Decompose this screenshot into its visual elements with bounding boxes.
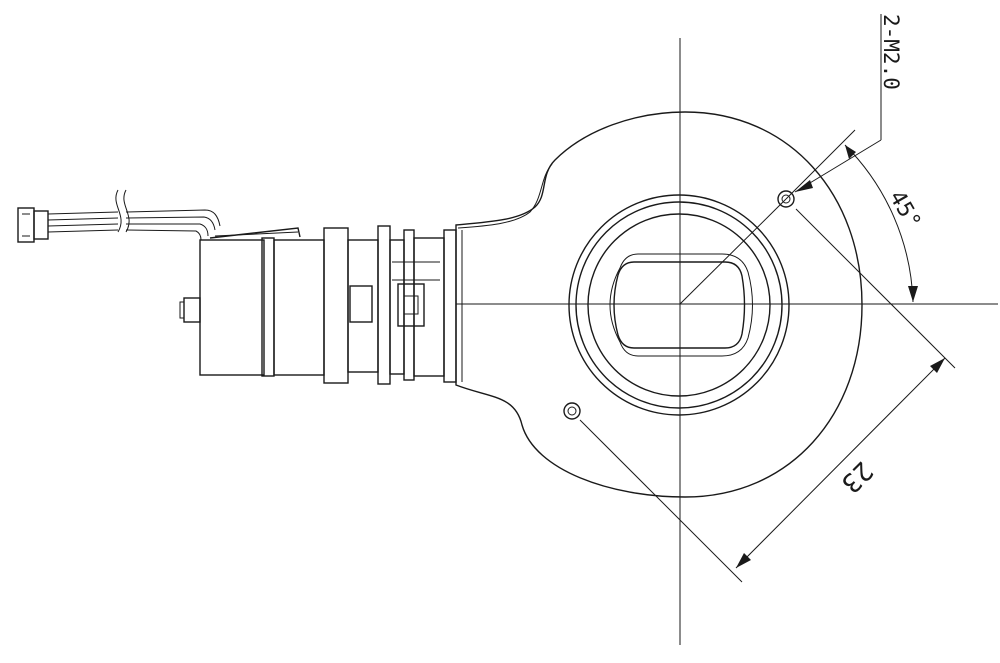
mounting-hole-upper bbox=[777, 190, 795, 208]
gearbox bbox=[323, 225, 457, 385]
output-hub bbox=[568, 194, 790, 416]
hole-callout-leader bbox=[794, 14, 882, 193]
mounting-hole-lower bbox=[563, 402, 581, 420]
angle-label: 45° bbox=[884, 187, 926, 234]
center-lines bbox=[456, 38, 998, 645]
hole-callout-label: 2-M2.0 bbox=[879, 14, 903, 90]
wire-bundle bbox=[47, 189, 221, 241]
dimension-angle bbox=[785, 129, 918, 303]
motor bbox=[179, 227, 325, 377]
dimension-hole-spacing bbox=[579, 208, 956, 583]
connector bbox=[17, 207, 49, 243]
housing bbox=[455, 111, 863, 498]
